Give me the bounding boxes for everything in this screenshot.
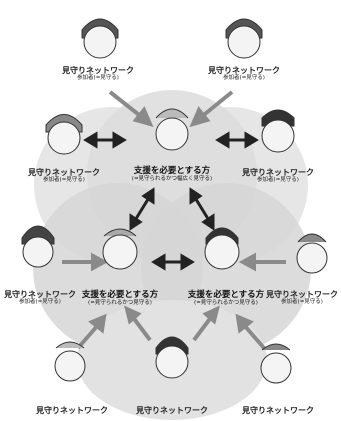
participant-label-top-left: 見守りネットワーク 参加者(=見守る) (62, 66, 134, 82)
participant-title: 見守りネットワーク (208, 66, 280, 75)
person-right-icon (296, 233, 328, 274)
gray-arrows (62, 90, 286, 350)
participant-label-mid-right: 見守りネットワーク 参加者(=見守る) (242, 168, 314, 184)
cared-title: 支援を必要とする方 (187, 290, 265, 300)
participant-label-mid-left: 見守りネットワーク 参加者(=見守る) (28, 168, 100, 184)
participant-title: 見守りネットワーク (242, 168, 314, 177)
bottom-label-center: 見守りネットワーク (136, 406, 208, 415)
person-top-right-icon (225, 18, 263, 59)
person-cared-right-icon (204, 227, 240, 270)
participant-title: 見守りネットワーク (4, 290, 76, 299)
cared-sub: (=見守られるかつ幅広く見守る) (131, 176, 213, 183)
participant-sub: 参加者(=見守る) (223, 75, 265, 82)
person-mid-right-icon (261, 109, 295, 153)
participant-label-left: 見守りネットワーク 参加者(=見守る) (4, 290, 76, 306)
cared-label-center: 支援を必要とする方 (=見守られるかつ幅広く見守る) (132, 166, 212, 183)
participant-title: 見守りネットワーク (28, 168, 100, 177)
person-cared-left-icon (102, 228, 138, 270)
participant-title: 見守りネットワーク (266, 290, 338, 299)
bottom-label-left: 見守りネットワーク (36, 406, 108, 415)
bottom-label-right: 見守りネットワーク (242, 406, 314, 415)
person-bottom-left-icon (54, 341, 86, 382)
participant-label-top-right: 見守りネットワーク 参加者(=見守る) (208, 66, 280, 82)
person-bottom-center-icon (155, 336, 189, 379)
participant-sub: 参加者(=見守る) (19, 299, 61, 306)
participant-sub: 参加者(=見守る) (77, 75, 119, 82)
dark-arrows (83, 131, 259, 271)
participant-title: 見守りネットワーク (62, 66, 134, 75)
participant-label-right: 見守りネットワーク 参加者(=見守る) (266, 290, 338, 306)
person-icon (21, 18, 328, 384)
person-mid-left-icon (45, 114, 83, 155)
participant-sub: 参加者(=見守る) (257, 177, 299, 184)
participant-sub: 参加者(=見守る) (281, 299, 323, 306)
participant-title: 見守りネットワーク (242, 406, 314, 415)
participant-title: 見守りネットワーク (36, 406, 108, 415)
participant-title: 見守りネットワーク (136, 406, 208, 415)
person-bottom-right-icon (260, 343, 292, 384)
cared-sub: (=見守られるかつ見守る) (194, 300, 258, 307)
cared-title: 支援を必要とする方 (133, 166, 211, 176)
participant-sub: 参加者(=見守る) (43, 177, 85, 184)
person-left-icon (21, 225, 55, 268)
cared-label-right: 支援を必要とする方 (=見守られるかつ見守る) (188, 290, 264, 307)
cared-title: 支援を必要とする方 (81, 290, 159, 300)
cared-label-left: 支援を必要とする方 (=見守られるかつ見守る) (82, 290, 158, 307)
person-center-elder-icon (155, 108, 189, 151)
person-top-left-icon (81, 18, 119, 59)
cared-sub: (=見守られるかつ見守る) (88, 300, 152, 307)
